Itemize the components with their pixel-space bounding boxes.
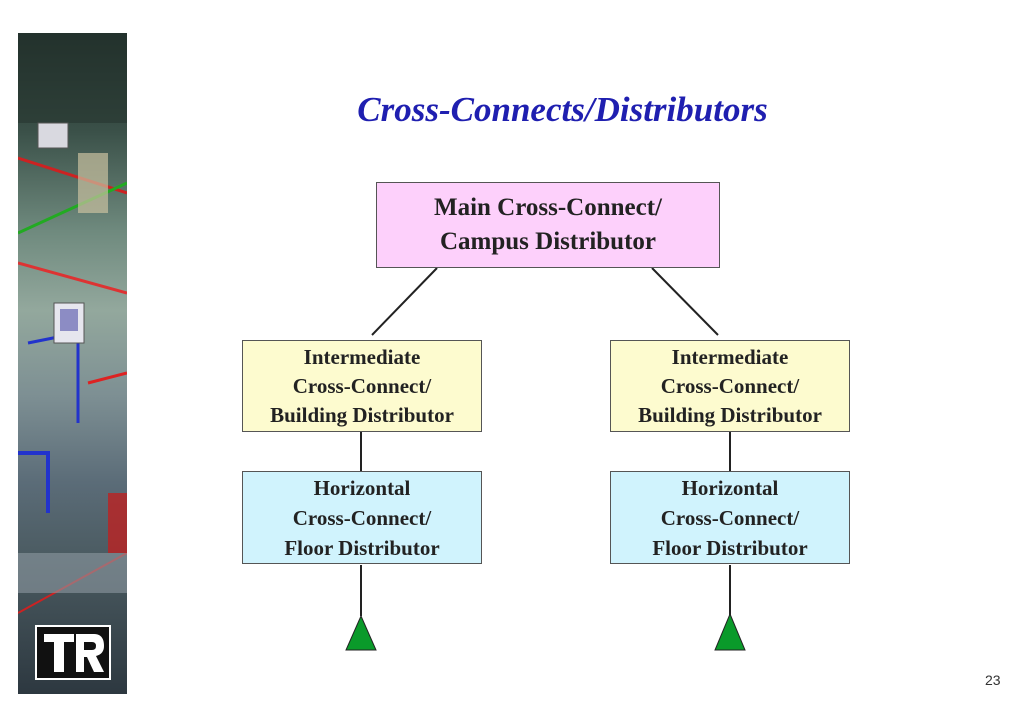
horizontal-box-left: Horizontal Cross-Connect/ Floor Distribu…: [242, 471, 482, 564]
horizontal-left-line2: Cross-Connect/: [292, 505, 432, 530]
decorative-office-image: [18, 33, 127, 694]
horizontal-left-line1: Horizontal: [313, 475, 411, 500]
connector-main-to-right: [651, 267, 719, 336]
intermediate-right-line3: Building Distributor: [638, 402, 822, 427]
terminal-triangle-right: [714, 612, 746, 651]
intermediate-right-line1: Intermediate: [671, 344, 789, 369]
intermediate-box-right: Intermediate Cross-Connect/ Building Dis…: [610, 340, 850, 432]
main-box-line1: Main Cross-Connect/: [433, 194, 662, 221]
horizontal-right-line2: Cross-Connect/: [660, 505, 800, 530]
horizontal-right-line3: Floor Distributor: [652, 535, 808, 560]
horizontal-box-right: Horizontal Cross-Connect/ Floor Distribu…: [610, 471, 850, 564]
main-box-line2: Campus Distributor: [440, 228, 656, 255]
intermediate-right-line2: Cross-Connect/: [660, 373, 800, 398]
company-logo: [35, 625, 111, 680]
terminal-triangle-left: [345, 614, 377, 651]
connector-main-to-left: [371, 267, 438, 336]
intermediate-left-line3: Building Distributor: [270, 402, 454, 427]
horizontal-left-line3: Floor Distributor: [284, 535, 440, 560]
slide-title: Cross-Connects/Distributors: [357, 90, 768, 129]
horizontal-right-line1: Horizontal: [681, 475, 779, 500]
main-cross-connect-box: Main Cross-Connect/ Campus Distributor: [376, 182, 720, 268]
page-number: 23: [985, 672, 1001, 688]
intermediate-box-left: Intermediate Cross-Connect/ Building Dis…: [242, 340, 482, 432]
intermediate-left-line2: Cross-Connect/: [292, 373, 432, 398]
intermediate-left-line1: Intermediate: [303, 344, 421, 369]
office-illustration: [18, 33, 127, 614]
